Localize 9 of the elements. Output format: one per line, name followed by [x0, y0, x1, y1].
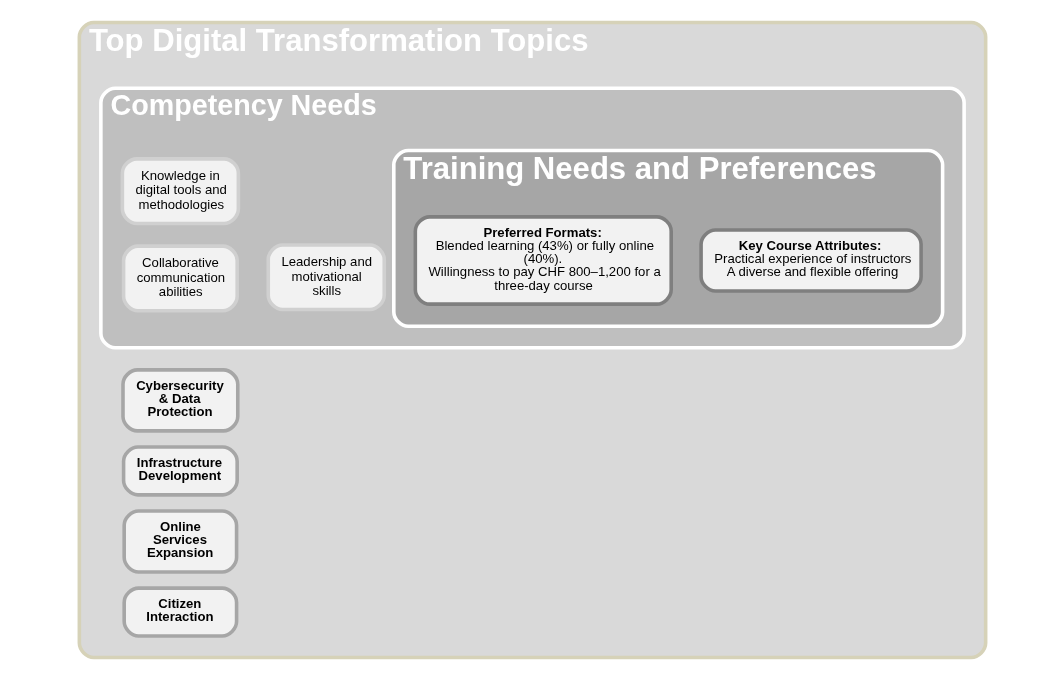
node-box: Infrastructure Development [121, 445, 239, 497]
node-box: Knowledge in digital tools and methodologies [120, 157, 240, 226]
node-box: Preferred Formats: Blended learning (43%) or fully online (40%). Willingness to pay CHF 800–1,200 for a three-day course [413, 215, 673, 306]
node-box: Online Services Expansion [121, 509, 238, 574]
node-box: Collaborative communication abilities [121, 244, 239, 313]
node-box: Citizen Interaction [121, 586, 238, 638]
node-box: Leadership and motivational skills [265, 243, 386, 312]
node-box: Key Course Attributes: Practical experience of instructors A diverse and flexible offering [698, 228, 923, 293]
node-box: Cybersecurity & Data Protection [120, 368, 240, 433]
